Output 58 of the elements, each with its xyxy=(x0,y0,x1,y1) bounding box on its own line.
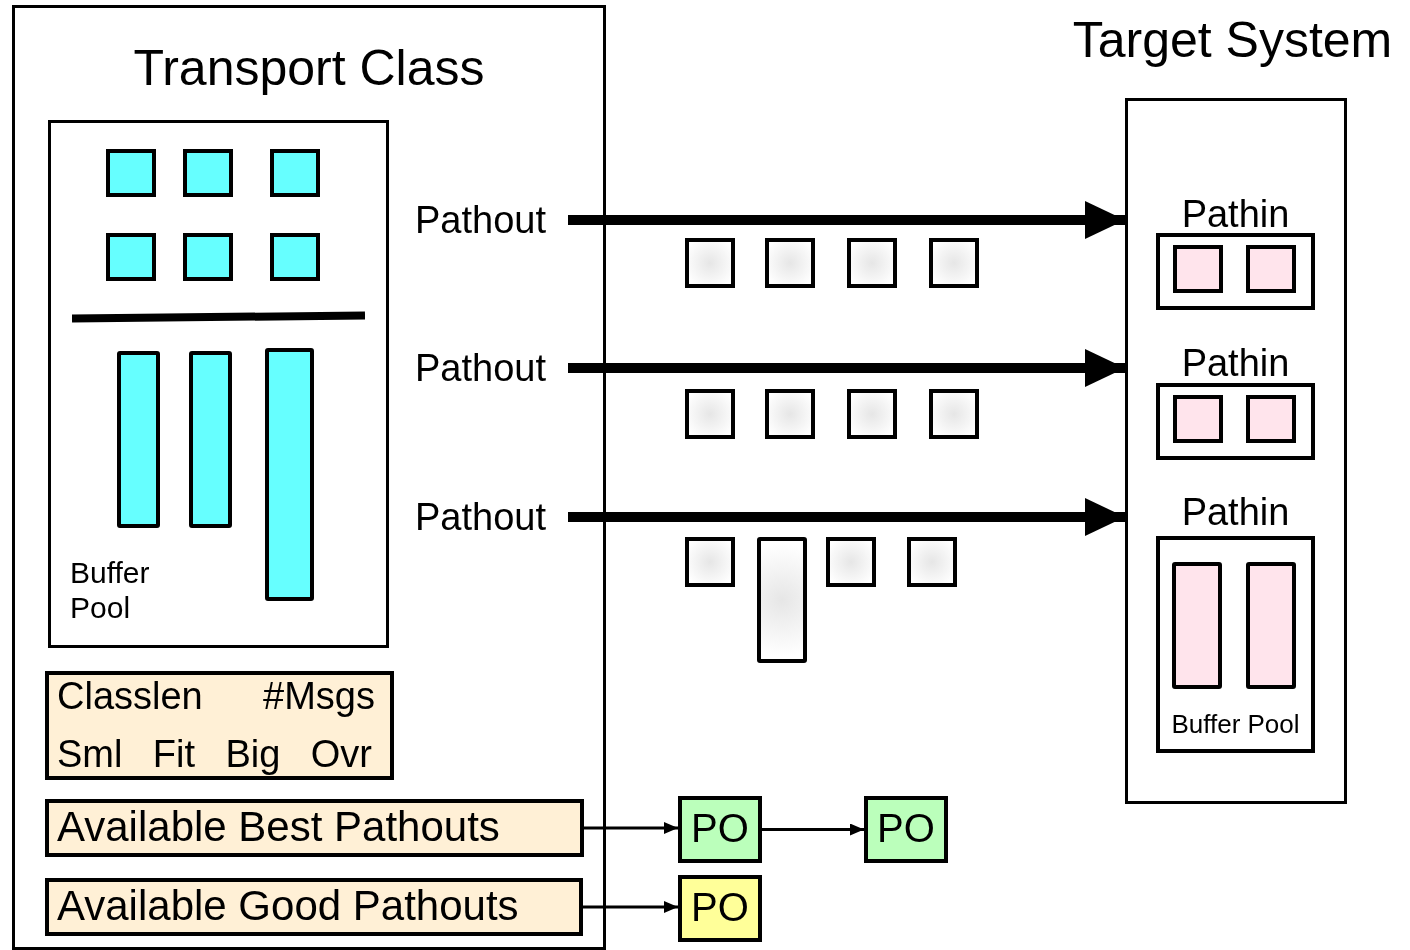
buffer-square xyxy=(1173,245,1223,293)
table-text: Sml Fit Big Ovr xyxy=(57,733,372,777)
arrow xyxy=(568,201,1125,239)
pathout-label: Pathout xyxy=(415,197,568,243)
buffer-bar xyxy=(1246,562,1296,689)
message-square xyxy=(847,238,897,288)
arrow xyxy=(583,901,678,913)
pathout-label: Pathout xyxy=(415,494,568,540)
table-text: Classlen #Msgs xyxy=(57,675,375,719)
box-label: Buffer Pool xyxy=(1170,710,1301,740)
message-square xyxy=(907,537,957,587)
panel-title: Target System xyxy=(1071,12,1394,70)
message-square xyxy=(685,537,735,587)
buffer-square xyxy=(1246,395,1296,443)
pathout-list-box xyxy=(45,799,584,857)
message-square xyxy=(847,389,897,439)
message-square xyxy=(765,389,815,439)
message-square xyxy=(685,389,735,439)
buffer-bar xyxy=(1172,562,1222,689)
class-panel xyxy=(12,5,606,950)
message-square xyxy=(826,537,876,587)
counter-table-box xyxy=(45,671,394,780)
message-square xyxy=(929,238,979,288)
buffer-square xyxy=(183,149,233,197)
box-label: Buffer Pool xyxy=(70,556,151,625)
message-square xyxy=(765,238,815,288)
message-bar xyxy=(757,537,807,663)
buffer-bar xyxy=(265,348,314,601)
box-label: PO xyxy=(690,805,750,851)
box-label: Pathin xyxy=(1180,193,1291,237)
message-square xyxy=(685,238,735,288)
buffer-square xyxy=(106,149,156,197)
buffer-square xyxy=(1246,245,1296,293)
buffer-square xyxy=(106,233,156,281)
pathout-box xyxy=(678,796,762,863)
box-label: Available Best Pathouts xyxy=(57,803,501,852)
pathout-list-box xyxy=(45,878,583,936)
buffer-bar xyxy=(189,351,232,528)
buffer-square xyxy=(183,233,233,281)
buffer-bar xyxy=(117,351,160,528)
arrow xyxy=(568,498,1125,536)
buffer-square xyxy=(1173,395,1223,443)
box-label: Available Good Pathouts xyxy=(57,882,520,931)
box-label: PO xyxy=(690,884,750,930)
box-label: Pathin xyxy=(1180,342,1291,386)
pathout-box xyxy=(678,875,762,942)
box-label: PO xyxy=(876,805,936,851)
pathout-box xyxy=(864,796,948,863)
panel-title: Transport Class xyxy=(132,40,486,98)
arrow xyxy=(762,823,864,836)
buffer-pool-box xyxy=(48,120,389,648)
pathout-label: Pathout xyxy=(415,345,568,391)
arrow xyxy=(584,822,678,834)
buffer-square xyxy=(270,233,320,281)
message-square xyxy=(929,389,979,439)
box-label: Pathin xyxy=(1180,491,1291,535)
buffer-square xyxy=(270,149,320,197)
arrow xyxy=(568,349,1125,387)
